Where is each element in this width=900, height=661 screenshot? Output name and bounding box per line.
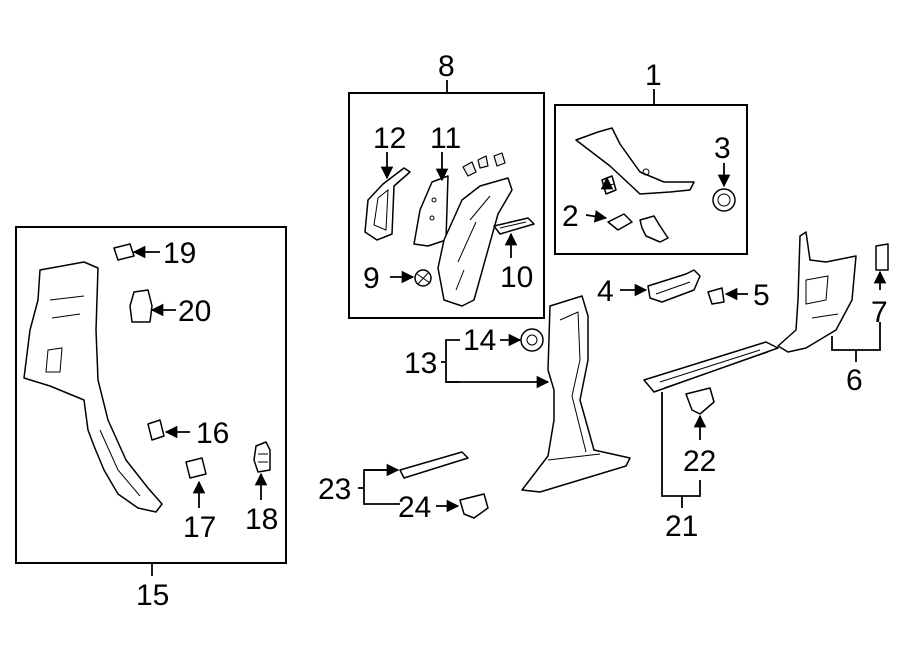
group-box-15: [15, 226, 287, 564]
scuff-plate-part-23: [399, 451, 469, 479]
clip-part-7: [875, 243, 889, 271]
rear-trim-panel-part-6: [777, 231, 857, 353]
pillar-trim-upper-part-11: [413, 175, 449, 247]
clip-small-a: [462, 161, 477, 177]
sill-plate-part-21: [643, 341, 779, 393]
nut-part-14: [520, 328, 544, 352]
clip-part-24: [459, 493, 489, 519]
retainer-clip-part-9: [414, 269, 432, 287]
callout-4: 4: [597, 275, 614, 308]
callout-24: 24: [398, 491, 431, 524]
clip-part-22: [685, 387, 715, 415]
callout-23: 23: [318, 473, 351, 506]
b-pillar-lower-trim-part-13: [521, 295, 631, 493]
b-pillar-trim-upper: [437, 177, 513, 307]
clip-part-17: [185, 457, 207, 479]
callout-5: 5: [753, 279, 770, 312]
callout-11: 11: [430, 122, 461, 155]
callout-21: 21: [665, 510, 698, 543]
clip-part-19: [113, 243, 135, 261]
callout-13: 13: [404, 347, 437, 380]
bolt-part: [601, 175, 617, 195]
leader-2: [585, 210, 608, 223]
callout-20: 20: [178, 295, 211, 328]
bracket-part-20: [129, 289, 153, 323]
callout-9: 9: [363, 262, 380, 295]
grommet-part-3: [712, 188, 736, 212]
clip-small-c: [493, 152, 506, 167]
callout-10: 10: [500, 261, 533, 294]
callout-12: 12: [373, 122, 406, 155]
callout-16: 16: [196, 417, 229, 450]
clip-part-5: [707, 287, 725, 305]
clip-part-2: [607, 213, 633, 231]
callout-17: 17: [183, 511, 216, 544]
clip-small-b: [477, 155, 489, 169]
callout-8: 8: [438, 50, 455, 83]
quarter-trim-panel-part: [23, 261, 163, 513]
callout-14: 14: [463, 324, 496, 357]
leader-13-bracket: [445, 339, 460, 383]
grab-handle-trim-part-12: [364, 167, 411, 241]
grab-handle-part-10: [493, 217, 535, 235]
group-box-1: [554, 104, 748, 255]
callout-6: 6: [846, 364, 863, 397]
callout-15: 15: [136, 579, 169, 612]
grab-handle-part-4: [647, 269, 701, 303]
callout-19: 19: [163, 237, 196, 270]
callout-22: 22: [683, 445, 716, 478]
callout-1: 1: [645, 59, 662, 92]
roof-pillar-trim-part: [575, 127, 695, 195]
leader-23-bracket: [363, 469, 400, 505]
fastener-part-18: [253, 441, 271, 473]
callout-18: 18: [245, 503, 278, 536]
callout-3: 3: [714, 132, 731, 165]
callout-7: 7: [871, 296, 888, 329]
clip-part-16: [147, 419, 165, 441]
bracket-part: [639, 215, 669, 243]
leader-21-bracket: [661, 392, 701, 497]
callout-2: 2: [562, 200, 579, 233]
